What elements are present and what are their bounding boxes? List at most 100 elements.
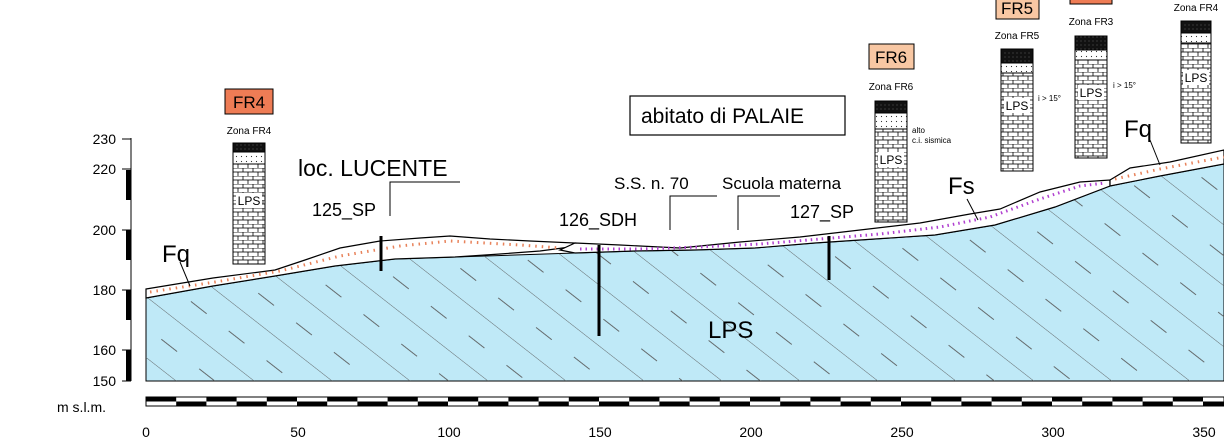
scale-block <box>1172 397 1203 402</box>
scale-block <box>568 397 599 402</box>
scale-block <box>991 397 1022 402</box>
x-tick-150: 150 <box>588 424 612 440</box>
leader-locality <box>389 181 460 216</box>
scale-block <box>146 397 177 402</box>
note-fr6-2: c.i. sismica <box>912 136 952 145</box>
y-tick-230: 230 <box>93 131 117 147</box>
litho-fr4-left: LPS <box>238 194 261 208</box>
scale-block <box>327 397 358 402</box>
borehole-label-127: 127_SP <box>790 202 854 223</box>
scale-block <box>297 401 328 406</box>
badge-fr4-left-text: FR4 <box>233 93 265 112</box>
litho-fr3: LPS <box>1080 86 1103 100</box>
scale-block <box>629 397 660 402</box>
scale-block <box>599 401 630 406</box>
badge-fr5 <box>995 0 1040 20</box>
scale-block <box>870 397 901 402</box>
title-box <box>629 95 846 136</box>
distance-scale: m s.l.m. 0 50 100 150 200 250 300 350 <box>57 396 1224 440</box>
leader-fq-left <box>179 261 191 287</box>
scale-block <box>1203 401 1224 406</box>
scale-block <box>840 401 871 406</box>
scale-block <box>1082 401 1113 406</box>
borehole-label-125: 125_SP <box>312 200 376 221</box>
x-tick-350: 350 <box>1192 424 1216 440</box>
scale-block <box>1021 401 1052 406</box>
fq-label-left: Fq <box>162 241 190 268</box>
x-tick-200: 200 <box>739 424 763 440</box>
badge-fr4-left <box>224 88 274 115</box>
zone-fr5: Zona FR5 <box>995 31 1040 42</box>
elevation-scale: 230 220 200 180 160 150 <box>93 131 132 389</box>
litho-fr6: LPS <box>880 153 903 167</box>
column-fr5: FR5 Zona FR5 LPS i > 15° <box>995 0 1061 172</box>
scale-block <box>417 401 448 406</box>
scale-block <box>1052 397 1083 402</box>
badge-fr6 <box>868 43 915 70</box>
lps-label: LPS <box>708 317 753 344</box>
slope-fr5: i > 15° <box>1038 94 1061 103</box>
y-tick-180: 180 <box>93 282 117 298</box>
scale-block <box>357 401 388 406</box>
scale-block <box>176 401 207 406</box>
units-label: m s.l.m. <box>57 399 106 415</box>
scale-block <box>780 401 811 406</box>
column-fr4-left: FR4 Zona FR4 LPS <box>224 88 274 265</box>
fs-label: Fs <box>948 173 975 200</box>
scale-block <box>719 401 750 406</box>
column-fr4-right: Zona FR4 LPS <box>1174 3 1219 144</box>
fq-dots-right <box>1114 155 1224 181</box>
y-tick-150: 150 <box>93 373 117 389</box>
x-tick-250: 250 <box>890 424 914 440</box>
school-label: Scuola materna <box>722 174 842 193</box>
road-label: S.S. n. 70 <box>614 174 689 193</box>
y-tick-200: 200 <box>93 222 117 238</box>
litho-fr5: LPS <box>1006 99 1029 113</box>
slope-fr3: i > 15° <box>1113 81 1136 90</box>
scale-block <box>931 397 962 402</box>
scale-block <box>659 401 690 406</box>
scale-block <box>901 401 932 406</box>
note-fr6-1: alto <box>912 126 925 135</box>
title-text: abitato di PALAIE <box>641 105 804 128</box>
locality-label: loc. LUCENTE <box>298 155 448 181</box>
y-tick-220: 220 <box>93 161 117 177</box>
scale-block <box>478 401 509 406</box>
zone-fr6: Zona FR6 <box>869 82 914 93</box>
x-tick-100: 100 <box>437 424 461 440</box>
scale-block <box>961 401 992 406</box>
zone-fr3: Zona FR3 <box>1069 17 1114 28</box>
scale-block <box>1112 397 1143 402</box>
x-tick-300: 300 <box>1041 424 1065 440</box>
scale-block <box>689 397 720 402</box>
column-fr6: FR6 Zona FR6 LPS alto c.i. sismica <box>868 43 952 223</box>
leader-school <box>737 195 780 230</box>
x-tick-0: 0 <box>142 424 150 440</box>
scale-block <box>750 397 781 402</box>
litho-fr4-right: LPS <box>1185 71 1208 85</box>
bedrock-hatch <box>146 164 1224 381</box>
badge-fr6-text: FR6 <box>875 48 907 67</box>
badge-fr5-text: FR5 <box>1001 0 1033 18</box>
scale-block <box>1142 401 1173 406</box>
scale-block <box>538 401 569 406</box>
scale-block <box>448 397 479 402</box>
scale-block <box>508 397 539 402</box>
scale-block <box>206 397 237 402</box>
leader-fq-right <box>1149 139 1161 166</box>
column-fr3: Zona FR3 LPS i > 15° <box>1069 0 1136 159</box>
scale-block <box>236 401 267 406</box>
x-tick-50: 50 <box>290 424 306 440</box>
leader-fs <box>966 198 979 221</box>
y-tick-160: 160 <box>93 342 117 358</box>
zone-fr4-right: Zona FR4 <box>1174 3 1219 14</box>
scale-block <box>266 397 297 402</box>
fq-label-right: Fq <box>1124 116 1152 143</box>
borehole-label-126: 126_SDH <box>559 210 637 231</box>
scale-block <box>810 397 841 402</box>
fs-dots <box>580 181 1106 251</box>
zone-fr4-left: Zona FR4 <box>227 126 272 137</box>
badge-fr3 <box>1069 0 1113 5</box>
leader-road <box>669 195 717 230</box>
